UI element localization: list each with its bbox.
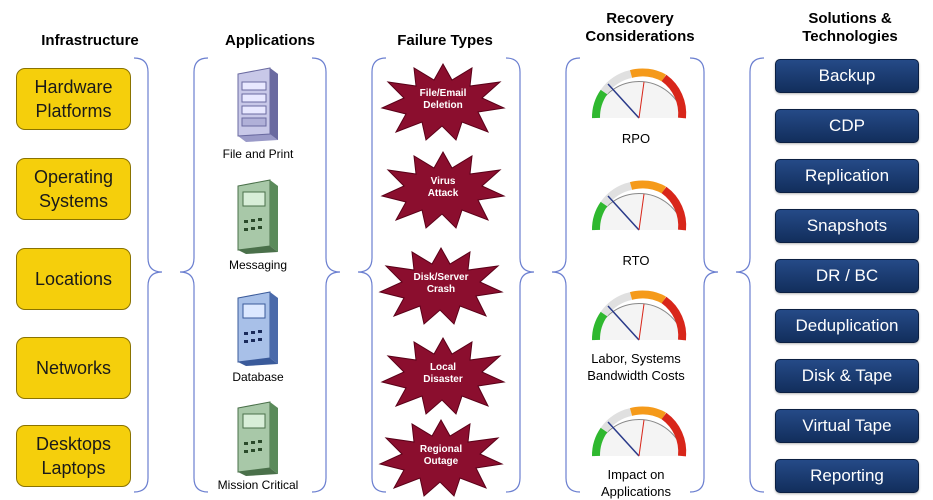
failure-label-virus-attack: Virus Attack xyxy=(427,176,459,199)
app-label-messaging: Messaging xyxy=(228,258,288,272)
burst-shape-file-email-deletion xyxy=(380,62,506,141)
recovery-label-rpo: RPO xyxy=(621,131,651,146)
failure-label-file-email-deletion: File/Email Deletion xyxy=(419,88,467,111)
gauge-icon-rto xyxy=(592,180,687,231)
header-recovery-considerations: Recovery Considerations xyxy=(585,10,695,45)
solution-snapshots: Snapshots xyxy=(775,209,919,243)
solution-cdp: CDP xyxy=(775,109,919,143)
infra-operating-systems: Operating Systems xyxy=(16,158,131,220)
infra-locations: Locations xyxy=(16,248,131,310)
burst-shape-virus-attack xyxy=(380,150,506,229)
failure-label-regional-outage: Regional Outage xyxy=(419,444,463,467)
burst-shape-disk-server-crash xyxy=(378,246,504,325)
burst-shape-local-disaster xyxy=(380,336,506,415)
recovery-label-impact: Impact on Applications xyxy=(600,467,672,499)
recovery-label-labor-costs: Labor, Systems Bandwidth Costs xyxy=(587,351,685,383)
infra-desktops-laptops: Desktops Laptops xyxy=(16,425,131,487)
infra-hardware-platforms: Hardware Platforms xyxy=(16,68,131,130)
header-solutions-technologies: Solutions & Technologies xyxy=(802,10,898,45)
burst-shape-regional-outage xyxy=(378,418,504,497)
header-applications: Applications xyxy=(224,32,315,49)
failure-label-disk-server-crash: Disk/Server Crash xyxy=(413,272,469,295)
solution-dr-bc: DR / BC xyxy=(775,259,919,293)
solution-reporting: Reporting xyxy=(775,459,919,493)
gauge-icon-labor-costs xyxy=(592,290,687,341)
solution-disk-tape: Disk & Tape xyxy=(775,359,919,393)
app-label-mission-critical: Mission Critical xyxy=(217,478,299,492)
server-icon-messaging xyxy=(237,179,278,254)
gauge-icon-rpo xyxy=(592,68,687,119)
failure-label-local-disaster: Local Disaster xyxy=(423,362,463,385)
server-icon-file-print xyxy=(237,67,278,142)
recovery-label-rto: RTO xyxy=(622,253,650,268)
gauge-icon-impact xyxy=(592,406,687,457)
app-label-file-print: File and Print xyxy=(222,147,294,161)
solution-backup: Backup xyxy=(775,59,919,93)
server-icon-mission-critical xyxy=(237,401,278,476)
header-infrastructure: Infrastructure xyxy=(41,32,139,49)
solution-replication: Replication xyxy=(775,159,919,193)
header-failure-types: Failure Types xyxy=(397,32,493,49)
solution-deduplication: Deduplication xyxy=(775,309,919,343)
app-label-database: Database xyxy=(232,370,284,384)
server-icon-database xyxy=(237,291,278,366)
infra-networks: Networks xyxy=(16,337,131,399)
solution-virtual-tape: Virtual Tape xyxy=(775,409,919,443)
